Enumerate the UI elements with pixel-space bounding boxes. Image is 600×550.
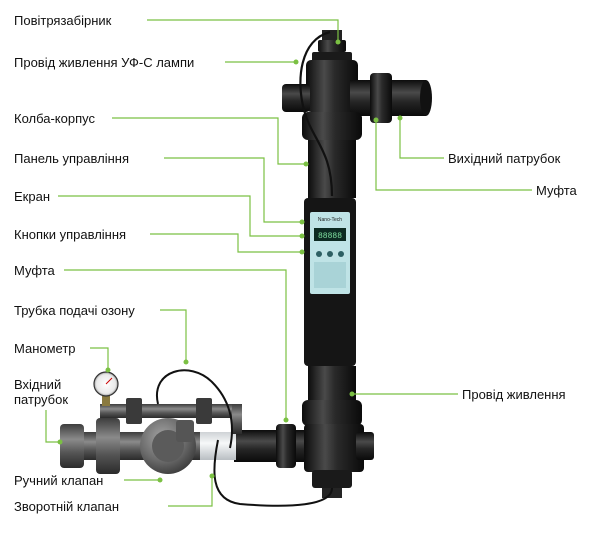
upper-collar xyxy=(302,112,362,140)
uv-lamp-cable xyxy=(299,30,334,197)
label-coupling-left: Муфта xyxy=(14,263,55,278)
leader-lines xyxy=(45,19,532,507)
leader-flask-body xyxy=(112,117,306,165)
pressure-gauge xyxy=(93,371,119,406)
top-left-nub xyxy=(282,84,310,112)
bottom-cap xyxy=(312,470,352,488)
power-cable-line xyxy=(213,439,333,507)
base-right-nub xyxy=(356,432,374,460)
label-coupling-right: Муфта xyxy=(536,183,577,198)
leader-coupling-left xyxy=(64,269,287,420)
label-manual-valve: Ручний клапан xyxy=(14,473,104,488)
flask-lower xyxy=(308,366,356,402)
ozone-tube-line xyxy=(155,369,233,449)
panel-screen xyxy=(314,228,346,241)
label-ozone-tube: Трубка подачі озону xyxy=(14,303,135,318)
label-pressure-gauge: Манометр xyxy=(14,341,76,356)
leader-outlet xyxy=(399,118,444,159)
label-air-intake: Повітрязабірник xyxy=(14,13,112,28)
label-uv-lamp-cable: Провід живлення УФ-С лампи xyxy=(14,55,195,70)
top-cap xyxy=(306,60,358,112)
panel-button-2[interactable] xyxy=(327,251,333,257)
label-control-buttons: Кнопки управління xyxy=(14,227,127,242)
panel-screen-readout: 88888 xyxy=(318,232,342,241)
label-inlet-line1: Вхідний xyxy=(14,377,62,392)
leader-ozone-tube xyxy=(160,309,187,362)
label-inlet-line2: патрубок xyxy=(14,392,69,407)
air-intake-fitting xyxy=(312,30,352,62)
label-flask-body: Колба-корпус xyxy=(14,111,95,126)
leader-inlet xyxy=(45,410,60,443)
base-tee xyxy=(304,424,364,472)
panel-brand: Nano-Tech xyxy=(318,217,342,223)
leader-control-panel xyxy=(164,157,302,223)
leader-check-valve xyxy=(168,476,213,507)
leader-dots xyxy=(57,39,403,483)
base-coupling xyxy=(276,424,296,468)
inlet-assembly xyxy=(60,418,124,474)
label-check-valve: Зворотній клапан xyxy=(14,499,120,514)
leader-air-intake xyxy=(147,19,339,42)
label-power-cable: Провід живлення xyxy=(462,387,566,402)
label-outlet: Вихідний патрубок xyxy=(448,151,561,166)
outlet-pipe xyxy=(350,73,432,123)
leader-screen xyxy=(58,195,302,237)
label-screen: Екран xyxy=(14,189,50,204)
ozone-line-pipe xyxy=(100,398,242,434)
panel-button-1[interactable] xyxy=(316,251,322,257)
leader-coupling-right xyxy=(375,120,532,191)
control-panel-module: Nano-Tech 88888 xyxy=(304,198,356,366)
leader-pressure-gauge xyxy=(90,347,109,370)
bottom-stub xyxy=(322,488,342,498)
manual-valve xyxy=(120,418,200,474)
panel-button-3[interactable] xyxy=(338,251,344,257)
uv-sterilizer-device: Nano-Tech 88888 xyxy=(60,30,432,507)
lower-collar xyxy=(302,400,362,426)
leader-control-buttons xyxy=(150,233,302,253)
label-control-panel: Панель управління xyxy=(14,151,130,166)
